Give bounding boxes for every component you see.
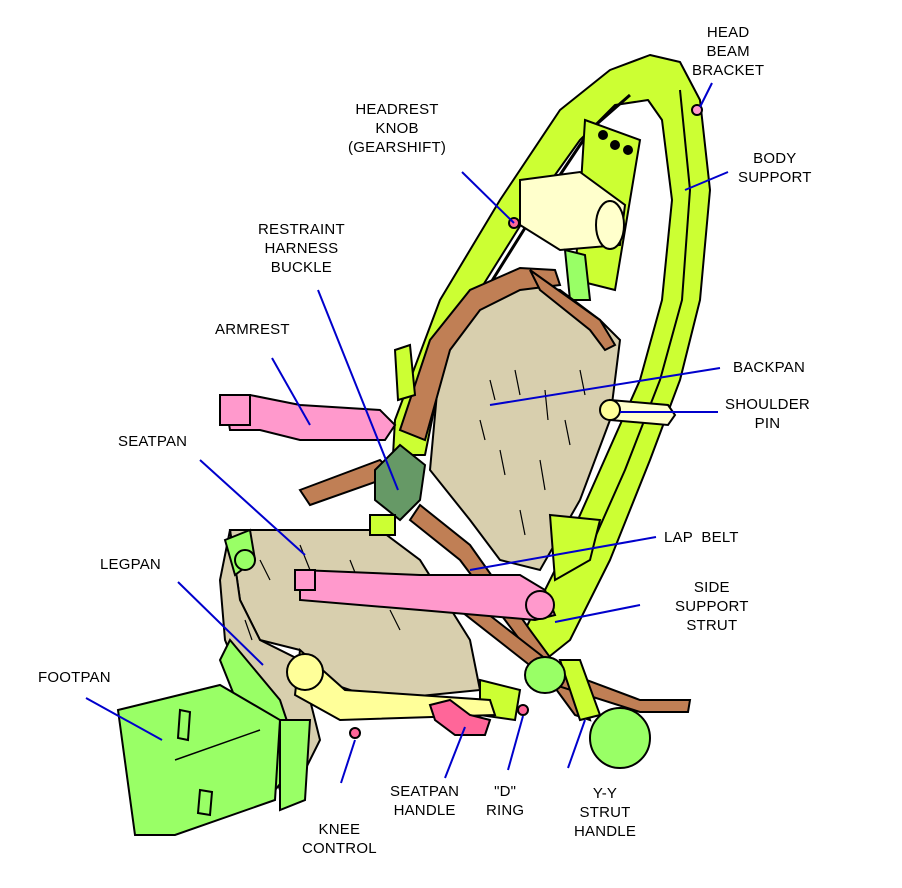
footpan xyxy=(116,683,282,836)
shoulder-pin xyxy=(599,398,677,427)
label-backpan: BACKPAN xyxy=(733,359,805,376)
armrests xyxy=(219,393,557,622)
headrest-assembly xyxy=(508,118,642,301)
leader-d-ring xyxy=(507,715,524,771)
leader-yy-strut-handle xyxy=(567,719,586,769)
leader-seatpan-handle xyxy=(444,726,466,779)
yy-strut-handle xyxy=(524,656,651,769)
leader-side-support-strut xyxy=(554,604,641,623)
label-body-support: BODY SUPPORT xyxy=(738,150,812,186)
leader-backpan xyxy=(489,367,721,406)
label-restraint-harness-buckle: RESTRAINT HARNESS BUCKLE xyxy=(258,221,345,276)
label-seatpan: SEATPAN xyxy=(118,433,188,450)
label-armrest: ARMREST xyxy=(215,321,290,338)
label-head-beam-bracket: HEAD BEAM BRACKET xyxy=(692,24,765,79)
leader-armrest xyxy=(271,357,311,426)
label-legpan: LEGPAN xyxy=(100,556,161,573)
label-yy-strut-handle: Y-Y STRUT HANDLE xyxy=(574,785,637,840)
leader-head-beam-bracket xyxy=(699,82,713,108)
leader-restraint-buckle xyxy=(317,289,399,491)
label-footpan: FOOTPAN xyxy=(38,669,111,686)
label-d-ring: "D" RING xyxy=(486,783,525,819)
label-side-support-strut: SIDE SUPPORT STRUT xyxy=(675,579,749,634)
leader-headrest-knob xyxy=(461,171,515,224)
leader-footpan xyxy=(85,697,163,741)
leader-legpan xyxy=(177,581,264,666)
leader-lines xyxy=(85,82,729,784)
label-shoulder-pin: SHOULDER PIN xyxy=(725,396,810,432)
label-lap-belt: LAP BELT xyxy=(664,529,739,546)
label-knee-control: KNEE CONTROL xyxy=(302,821,377,857)
leader-lap-belt xyxy=(469,536,657,571)
leader-knee-control xyxy=(340,739,356,784)
seatpan-handle xyxy=(428,698,492,736)
label-seatpan-handle: SEATPAN HANDLE xyxy=(390,783,460,819)
d-ring xyxy=(517,704,529,716)
label-headrest-knob: HEADREST KNOB (GEARSHIFT) xyxy=(348,101,447,156)
leader-body-support xyxy=(684,171,729,191)
leader-seatpan xyxy=(199,459,306,556)
